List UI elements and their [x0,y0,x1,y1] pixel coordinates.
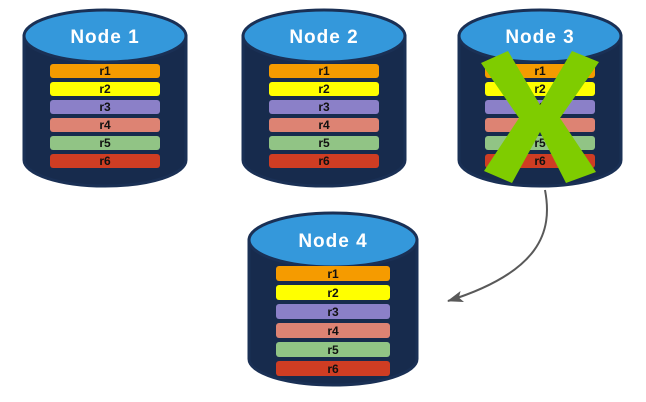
node-1-label: Node 1 [70,27,139,48]
node-1-row-r1-band [50,64,160,78]
node-1-row-r5-label: r5 [99,136,111,150]
node-4-row-r4-band [276,323,390,338]
curved-arrow-icon [447,189,548,303]
node-2-row-r4[interactable]: r4 [269,118,379,132]
node-4-row-r3-band [276,304,390,319]
node-2-row-r1-label: r1 [318,64,330,78]
node-1-row-r2[interactable]: r2 [50,82,160,96]
node-1-row-r3[interactable]: r3 [50,100,160,114]
node-4-row-r1-band [276,266,390,281]
node-2-row-r6-label: r6 [318,154,330,168]
node-1-row-r1[interactable]: r1 [50,64,160,78]
node-4-row-r4[interactable]: r4 [276,323,390,338]
node-4-row-r1-label: r1 [327,267,339,281]
node-1-row-r4-band [50,118,160,132]
node-2-row-r1-band [269,64,379,78]
node-2-rows: r1 r2 r3 r4 r5 r6 [269,64,379,168]
node-1-cylinder-top [22,8,188,64]
node-2-row-r2-label: r2 [318,82,330,96]
node-2[interactable]: Node 2 r1 r2 r3 r4 r5 [241,8,407,188]
cross-mark-icon [481,51,599,183]
node-4[interactable]: Node 4 r1 r2 r3 r4 r5 [247,211,419,387]
node-4-row-r6[interactable]: r6 [276,361,390,376]
node-1-row-r6-band [50,154,160,168]
node-4-row-r6-label: r6 [327,362,339,376]
node-2-row-r3[interactable]: r3 [269,100,379,114]
node-2-row-r2[interactable]: r2 [269,82,379,96]
node-4-row-r3-label: r3 [327,305,339,319]
curved-arrow-path [447,189,548,303]
node-2-label: Node 2 [289,27,358,48]
node-1-rows: r1 r2 r3 r4 r5 r6 [50,64,160,168]
node-4-label: Node 4 [298,231,367,252]
node-2-row-r3-label: r3 [318,100,330,114]
node-4-row-r5-label: r5 [327,343,339,357]
node-1-row-r6-label: r6 [99,154,111,168]
node-2-row-r1[interactable]: r1 [269,64,379,78]
node-2-row-r6[interactable]: r6 [269,154,379,168]
node-2-row-r5-label: r5 [318,136,330,150]
node-3-row-r1-label: r1 [534,64,546,78]
node-1[interactable]: Node 1 r1 r2 r3 r4 r5 [22,8,188,188]
node-4-row-r5[interactable]: r5 [276,342,390,357]
node-1-row-r2-band [50,82,160,96]
node-2-row-r4-label: r4 [318,118,330,132]
node-3-cylinder-top [457,8,623,64]
node-4-row-r2-label: r2 [327,286,339,300]
node-1-row-r2-label: r2 [99,82,111,96]
node-1-row-r5-band [50,136,160,150]
node-2-row-r5[interactable]: r5 [269,136,379,150]
node-1-row-r1-label: r1 [99,64,111,78]
node-1-row-r4[interactable]: r4 [50,118,160,132]
node-1-row-r4-label: r4 [99,118,111,132]
node-4-row-r2-band [276,285,390,300]
node-2-cylinder-top [241,8,407,64]
node-2-row-r2-band [269,82,379,96]
node-4-row-r5-band [276,342,390,357]
node-3[interactable]: Node 3 r1 r2 r3 r4 r5 [457,8,623,188]
node-3-row-r5-label: r5 [534,136,546,150]
node-2-row-r6-band [269,154,379,168]
node-4-row-r1[interactable]: r1 [276,266,390,281]
node-2-row-r4-band [269,118,379,132]
node-2-row-r5-band [269,136,379,150]
node-4-row-r4-label: r4 [327,324,339,338]
node-1-row-r3-label: r3 [99,100,111,114]
node-1-row-r3-band [50,100,160,114]
node-1-row-r5[interactable]: r5 [50,136,160,150]
node-4-rows: r1 r2 r3 r4 r5 r6 [276,266,390,376]
node-1-row-r6[interactable]: r6 [50,154,160,168]
node-3-row-r6-label: r6 [534,154,546,168]
node-4-row-r3[interactable]: r3 [276,304,390,319]
node-2-row-r3-band [269,100,379,114]
node-4-row-r6-band [276,361,390,376]
node-3-row-r2-label: r2 [534,82,546,96]
node-3-label: Node 3 [505,27,574,48]
node-4-row-r2[interactable]: r2 [276,285,390,300]
